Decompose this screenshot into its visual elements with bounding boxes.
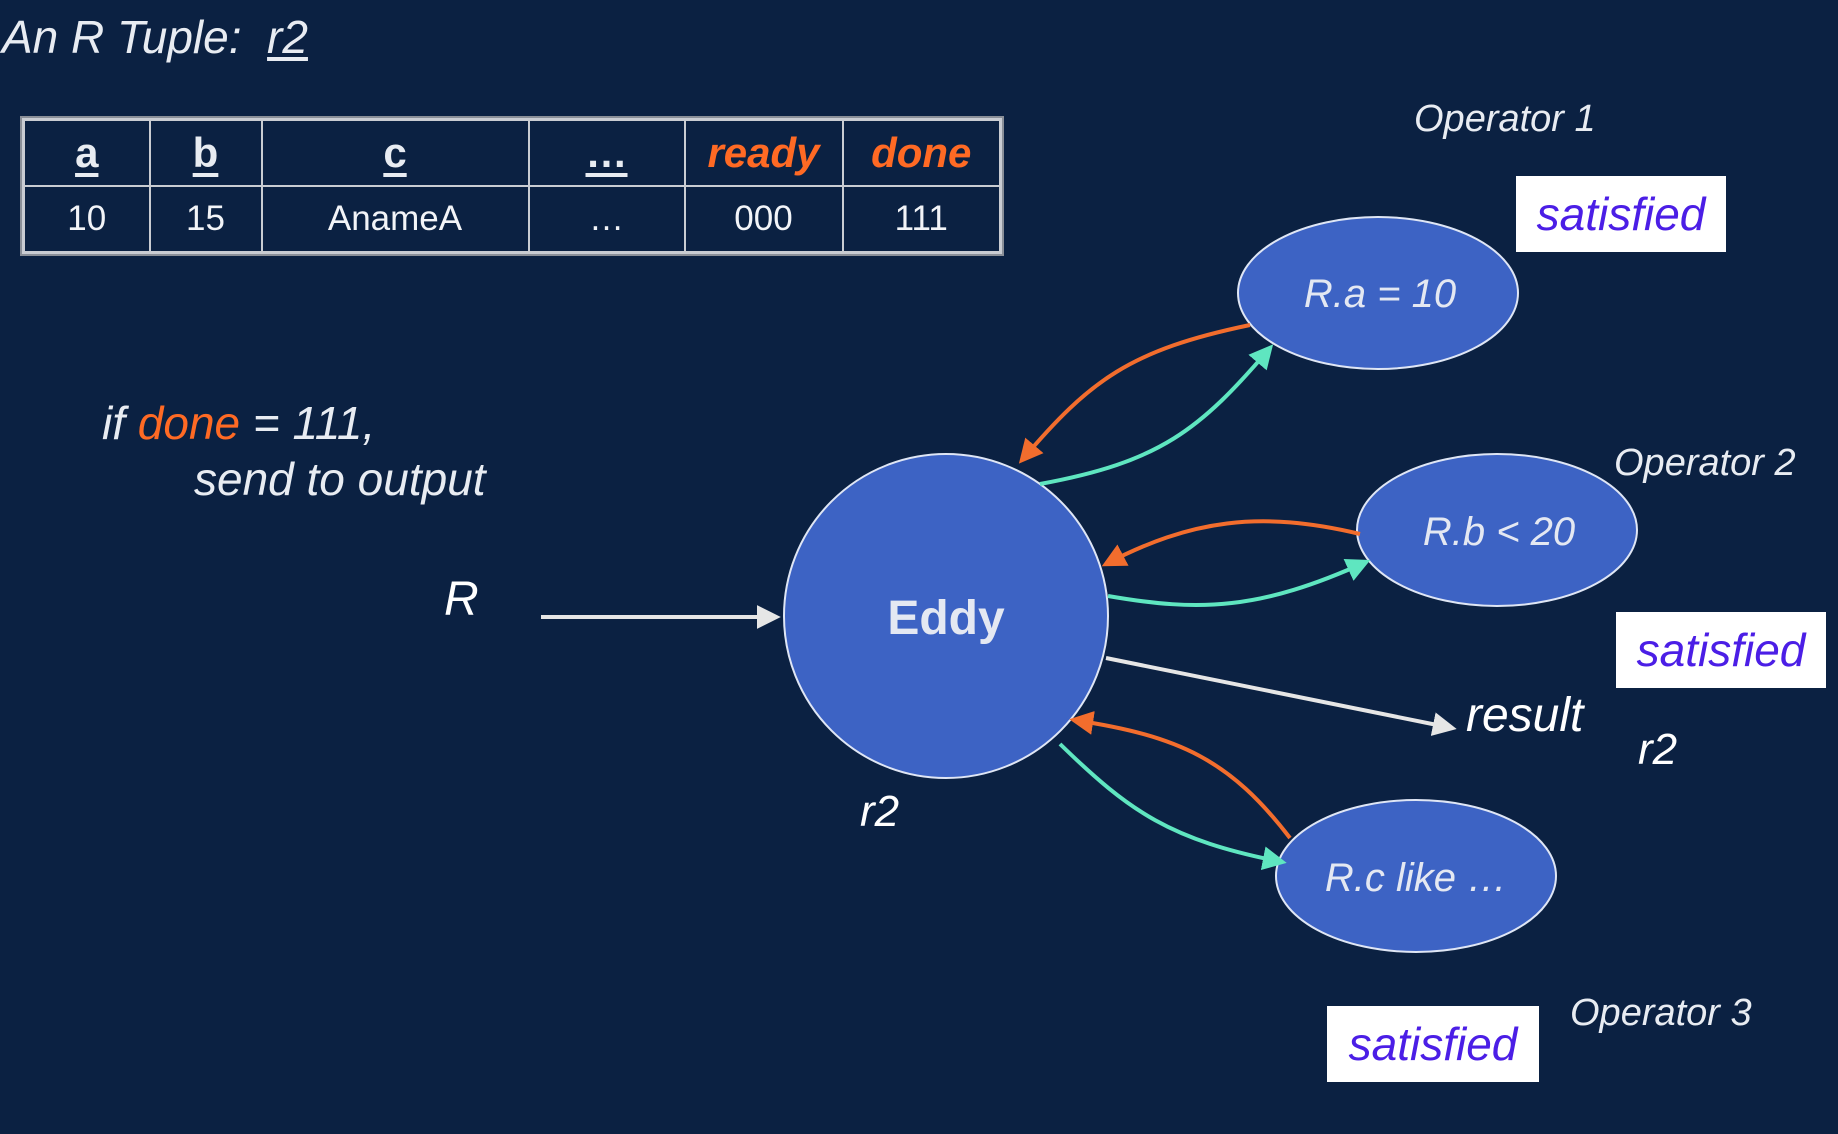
operator-1-node (1237, 216, 1519, 370)
column-header-b: b (148, 118, 263, 187)
return-arrow-op2 (1101, 519, 1361, 567)
column-header-ellipsis: … (527, 118, 686, 187)
title-tuple-name: r2 (267, 11, 308, 63)
column-header-c: c (260, 118, 530, 187)
operator-2-node (1356, 453, 1638, 607)
title-prefix: An R Tuple: (2, 11, 242, 63)
condition-field: done (137, 397, 241, 449)
slide-title: An R Tuple: r2 (2, 10, 308, 64)
condition-rest: = 111, (252, 397, 376, 449)
cell-ellipsis: … (527, 185, 686, 254)
eddy-node (783, 453, 1109, 779)
tuple-header-row: a b c … ready done (22, 118, 1002, 187)
tuple-table: a b c … ready done 10 15 AnameA … 000 11… (22, 118, 1002, 254)
cell-c: AnameA (260, 185, 530, 254)
column-header-done: done (841, 118, 1002, 187)
operator-3-name: Operator 3 (1570, 992, 1752, 1034)
send-arrow-op3 (1058, 742, 1287, 871)
send-arrow-op1 (1039, 344, 1274, 486)
operator-2-name: Operator 2 (1614, 442, 1796, 484)
condition-action: send to output (194, 453, 486, 505)
operator-2-predicate: R.b < 20 (1423, 510, 1575, 554)
tuple-value-row: 10 15 AnameA … 000 111 (22, 185, 1002, 254)
eddy-tuple-label: r2 (860, 787, 900, 836)
cell-ready: 000 (683, 185, 844, 254)
result-tuple-label: r2 (1638, 725, 1678, 774)
result-label: result (1466, 689, 1584, 742)
operator-1-name: Operator 1 (1414, 98, 1596, 140)
column-header-a: a (22, 118, 151, 187)
column-header-ready: ready (683, 118, 844, 187)
operator-2-status-badge: satisfied (1616, 612, 1826, 688)
output-condition: if done = 111, send to output (102, 395, 486, 507)
result-arrow (1105, 656, 1457, 736)
operator-1-status-badge: satisfied (1516, 176, 1726, 252)
operator-1-predicate: R.a = 10 (1304, 272, 1456, 316)
eddy-label: Eddy (887, 592, 1005, 645)
input-relation-label: R (444, 573, 479, 626)
return-arrow-op1 (1018, 323, 1251, 464)
cell-done: 111 (841, 185, 1002, 254)
operator-3-node (1275, 799, 1557, 953)
return-arrow-op3 (1069, 711, 1292, 840)
operator-3-predicate: R.c like … (1325, 856, 1507, 900)
send-arrow-op2 (1107, 558, 1371, 607)
operator-3-status-badge: satisfied (1327, 1006, 1539, 1082)
cell-b: 15 (148, 185, 263, 254)
condition-if: if (102, 397, 125, 449)
cell-a: 10 (22, 185, 151, 254)
